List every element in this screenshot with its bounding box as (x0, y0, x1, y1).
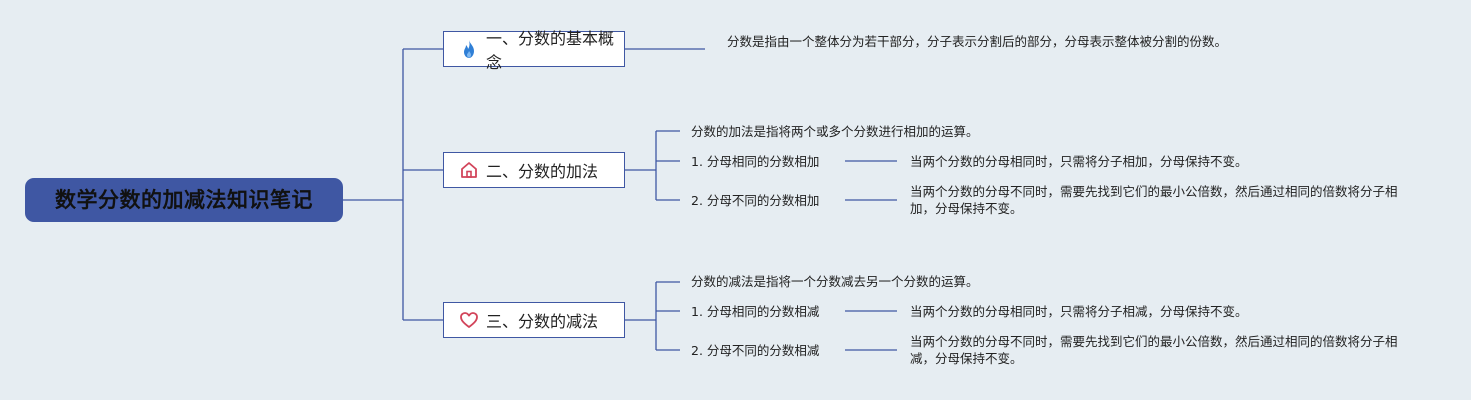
addition-item-same-denominator[interactable]: 1. 分母相同的分数相加 (691, 154, 820, 169)
house-icon (458, 159, 480, 181)
basic-concept-description: 分数是指由一个整体分为若干部分，分子表示分割后的部分，分母表示整体被分割的份数。 (727, 34, 1228, 49)
subtraction-item-same-denominator-detail: 当两个分数的分母相同时，只需将分子相减，分母保持不变。 (910, 304, 1248, 319)
addition-item-different-denominator[interactable]: 2. 分母不同的分数相加 (691, 193, 820, 208)
root-topic[interactable]: 数学分数的加减法知识笔记 (25, 178, 343, 222)
branch-basic-concept[interactable]: 一、分数的基本概念 (443, 29, 625, 72)
branch-label: 三、分数的减法 (486, 312, 599, 331)
branch-subtraction[interactable]: 三、分数的减法 (443, 302, 625, 338)
addition-item-different-denominator-detail: 当两个分数的分母不同时，需要先找到它们的最小公倍数，然后通过相同的倍数将分子相加… (910, 184, 1398, 216)
addition-intro: 分数的加法是指将两个或多个分数进行相加的运算。 (691, 124, 979, 139)
addition-item-same-denominator-detail: 当两个分数的分母相同时，只需将分子相加，分母保持不变。 (910, 154, 1248, 169)
fire-icon (458, 38, 480, 60)
subtraction-intro: 分数的减法是指将一个分数减去另一个分数的运算。 (691, 274, 979, 289)
branch-label: 一、分数的基本概念 (486, 29, 615, 72)
heart-icon (458, 309, 480, 331)
subtraction-item-different-denominator[interactable]: 2. 分母不同的分数相减 (691, 343, 820, 358)
subtraction-item-different-denominator-detail: 当两个分数的分母不同时，需要先找到它们的最小公倍数，然后通过相同的倍数将分子相减… (910, 334, 1398, 366)
subtraction-item-same-denominator[interactable]: 1. 分母相同的分数相减 (691, 304, 820, 319)
branch-label: 二、分数的加法 (486, 162, 599, 181)
branch-addition[interactable]: 二、分数的加法 (443, 152, 625, 188)
